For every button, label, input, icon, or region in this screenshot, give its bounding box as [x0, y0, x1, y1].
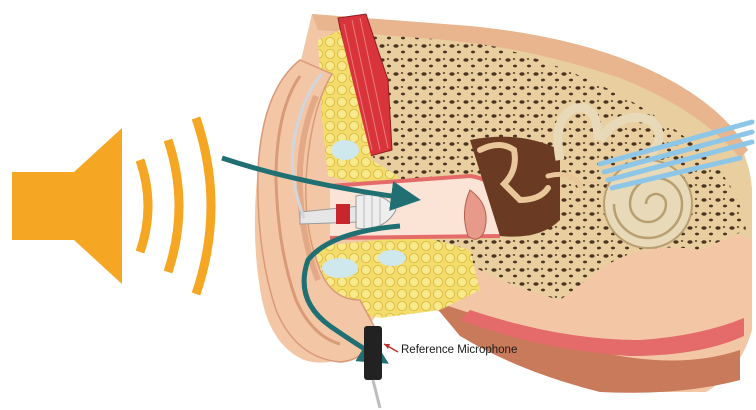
- sound-wave-3: [196, 118, 211, 294]
- sound-wave-1: [140, 160, 148, 252]
- reference-microphone: [364, 326, 382, 408]
- sound-wave-2: [168, 140, 179, 272]
- reference-microphone-label: Reference Microphone: [401, 344, 517, 356]
- speaker-icon: [12, 128, 122, 284]
- sound-wave-icon: [140, 118, 211, 294]
